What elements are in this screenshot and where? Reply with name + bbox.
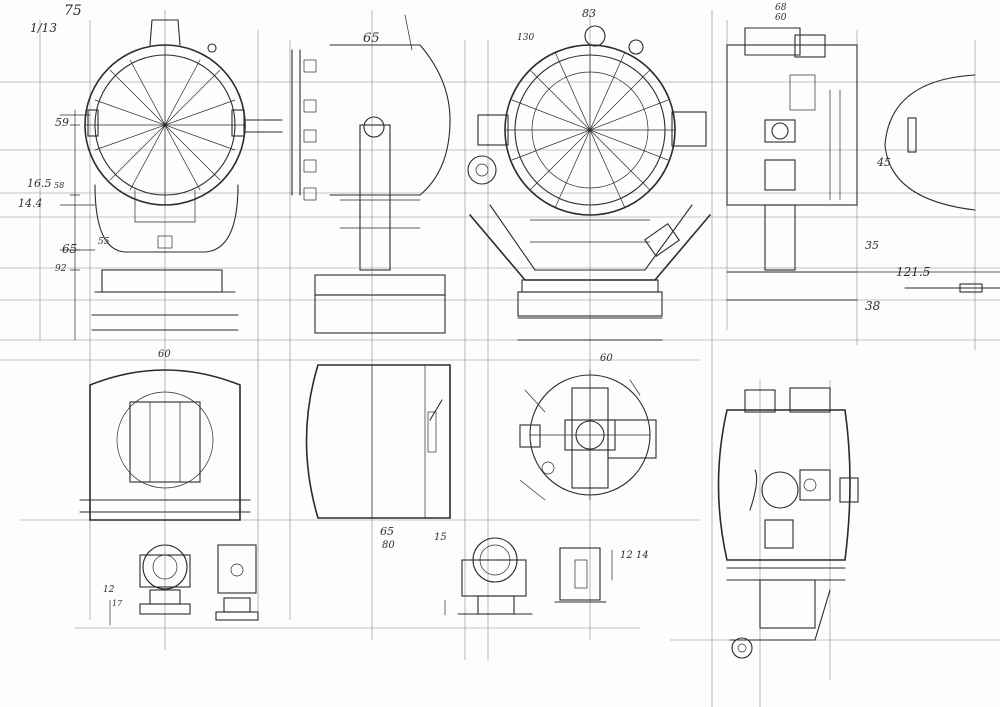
dimension-121-5: 121.5 [896,265,931,279]
small-wheel-detail [457,537,613,615]
front-view-boiler [59,19,283,331]
dimension-60-b: 60 [600,353,613,364]
dimension-68: 68 [775,3,787,13]
dimension-17: 17 [112,599,123,608]
rear-tank-view [79,369,251,521]
scale-label: 1/13 [30,21,57,35]
dimension-marks [69,109,1000,626]
dimension-65-left: 65 [62,242,78,256]
small-cylinder-detail [139,544,259,621]
dimension-92: 92 [55,264,67,274]
dimension-83: 83 [582,7,596,20]
dimension-130: 130 [517,33,535,43]
dimension-58: 58 [54,181,65,190]
dimension-59: 59 [55,116,69,129]
page-number: 75 [64,3,82,19]
dimension-65-lower: 65 [380,525,394,538]
dimension-16-5: 16.5 [27,177,52,190]
right-elevation [726,27,1000,301]
tender-side-view [305,364,451,519]
dimension-80: 80 [382,540,395,551]
dimension-65-top: 65 [363,31,380,46]
dimension-55: 55 [98,237,110,247]
side-view-column [291,14,451,334]
large-boiler-view [467,25,711,341]
plan-flywheel-view [519,369,657,501]
dimension-35: 35 [865,239,879,252]
dimension-15: 15 [434,532,447,543]
dimension-60-a: 60 [158,349,171,360]
dimension-38: 38 [865,299,881,313]
dimension-12-14: 12 14 [620,550,649,561]
dimension-14-4: 14.4 [18,197,43,210]
dimension-60-right: 60 [775,13,787,23]
dimension-45: 45 [877,156,891,169]
dimension-12-low: 12 [103,585,115,595]
engine-detail-view [717,387,859,659]
